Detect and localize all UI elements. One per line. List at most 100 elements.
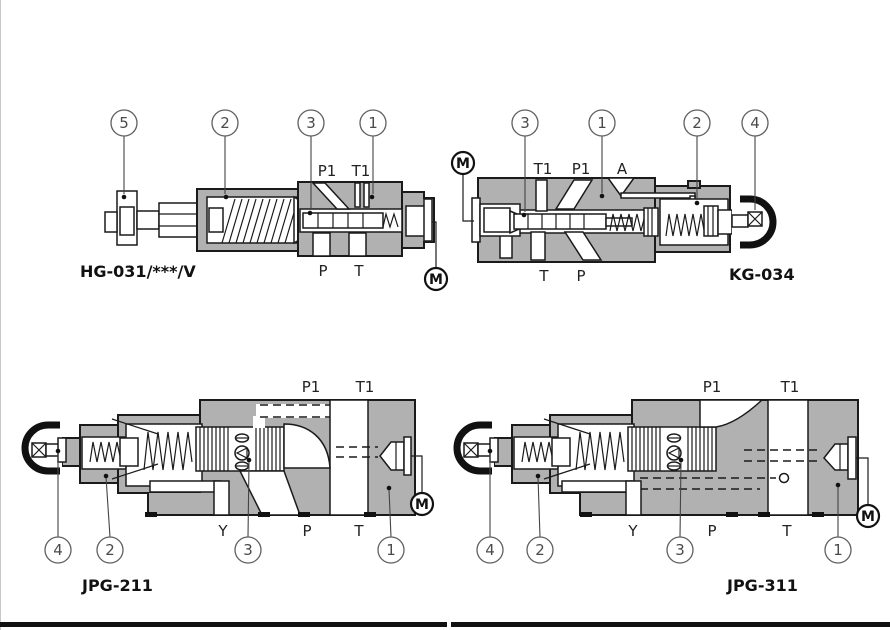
protective-cap bbox=[453, 421, 499, 475]
p-gallery bbox=[283, 423, 331, 469]
model-label: KG-034 bbox=[729, 265, 795, 284]
port-label-p1: P1 bbox=[703, 378, 722, 396]
callout-circle bbox=[476, 536, 504, 564]
y-drain bbox=[561, 480, 633, 493]
callouts: 4 2 3 1 bbox=[44, 448, 405, 564]
port-label-t: T bbox=[353, 522, 364, 540]
spool bbox=[302, 212, 384, 229]
pilot-spring bbox=[521, 441, 553, 463]
port-label-p1: P1 bbox=[302, 378, 321, 396]
bottom-page-rule-right bbox=[451, 622, 890, 627]
plug-socket bbox=[405, 205, 427, 237]
callout-number: 1 bbox=[368, 114, 378, 132]
t1-channel bbox=[354, 182, 361, 208]
callout-number: 1 bbox=[833, 541, 843, 559]
port-label-p: P bbox=[576, 267, 585, 285]
check-valve bbox=[234, 445, 250, 461]
gauge-port: M bbox=[379, 436, 435, 517]
gauge-symbol: M bbox=[861, 509, 875, 525]
callouts: 3 1 2 4 bbox=[511, 109, 769, 218]
callout-number: 4 bbox=[53, 541, 63, 559]
gauge-port: M bbox=[423, 221, 449, 292]
port-label-p: P bbox=[318, 262, 327, 280]
p1-channel bbox=[311, 182, 351, 210]
gauge-symbol-circle bbox=[423, 266, 449, 292]
inner-spring bbox=[609, 213, 645, 232]
piston-rings bbox=[631, 427, 657, 471]
protective-cap bbox=[21, 421, 67, 475]
gauge-symbol: M bbox=[429, 272, 443, 288]
port-label-y: Y bbox=[217, 522, 228, 540]
drain-passage bbox=[620, 192, 696, 199]
model-label: JPG-311 bbox=[726, 576, 798, 595]
port-label-t: T bbox=[781, 522, 792, 540]
port-label-a: A bbox=[617, 160, 628, 178]
hidden-passage bbox=[640, 477, 776, 490]
callout-number: 2 bbox=[535, 541, 545, 559]
t1-channel bbox=[535, 179, 548, 212]
model-label: JPG-211 bbox=[81, 576, 153, 595]
hex-nut bbox=[717, 209, 733, 235]
setting-spring bbox=[665, 213, 705, 237]
a-port-notch bbox=[606, 177, 636, 198]
springs bbox=[521, 431, 625, 471]
callout-number: 1 bbox=[386, 541, 396, 559]
port-label-t: T bbox=[353, 262, 364, 280]
piston-rings bbox=[259, 427, 281, 471]
port-label-p: P bbox=[302, 522, 311, 540]
callout-number: 1 bbox=[597, 114, 607, 132]
valve-hg-031: M 5 2 3 1 P1 T1 P T HG-031/***/V bbox=[80, 109, 449, 292]
t-channel bbox=[767, 399, 809, 516]
valve-jpg-311: M 4 2 3 1 P1 T1 Y P T JPG-311 bbox=[453, 378, 881, 595]
valve-body bbox=[297, 181, 435, 257]
callout-number: 2 bbox=[220, 114, 230, 132]
poppet-guide bbox=[551, 437, 571, 467]
port-label-t1: T1 bbox=[780, 378, 800, 396]
spring-seat bbox=[208, 207, 224, 233]
callout-circle bbox=[110, 109, 138, 137]
main-spring bbox=[575, 431, 625, 471]
valve-kg-034: M 3 1 2 4 T1 P1 A T P KG-034 bbox=[450, 109, 795, 285]
knob-stem bbox=[136, 210, 160, 230]
callout-circle bbox=[96, 536, 124, 564]
check-valve bbox=[666, 445, 682, 461]
model-label: HG-031/***/V bbox=[80, 262, 196, 281]
gauge-symbol: M bbox=[456, 156, 470, 172]
port-label-t1: T1 bbox=[533, 160, 553, 178]
y-drain bbox=[149, 480, 221, 493]
callout-circle bbox=[211, 109, 239, 137]
callout-circle bbox=[234, 536, 262, 564]
gauge-symbol: M bbox=[415, 497, 429, 513]
callout-circle bbox=[824, 536, 852, 564]
adjustment-knob bbox=[104, 190, 198, 246]
piston-rings bbox=[691, 427, 713, 471]
y-channel bbox=[625, 480, 642, 516]
callout-circle bbox=[588, 109, 616, 137]
main-cartridge bbox=[195, 426, 285, 472]
callout-number: 3 bbox=[520, 114, 530, 132]
callout-number: 4 bbox=[485, 541, 495, 559]
callout-circle bbox=[741, 109, 769, 137]
t1-channel bbox=[363, 182, 370, 208]
channels bbox=[145, 399, 378, 517]
callout-number: 2 bbox=[692, 114, 702, 132]
main-spring bbox=[221, 198, 297, 244]
locknut bbox=[158, 202, 198, 238]
springs bbox=[89, 431, 193, 471]
callout-number: 4 bbox=[750, 114, 760, 132]
y-channel bbox=[213, 480, 230, 516]
valve-jpg-211: M 4 2 3 1 P1 T1 Y P T JPG-211 bbox=[21, 378, 435, 595]
p1-channel bbox=[699, 399, 764, 428]
gauge-symbol-circle bbox=[450, 150, 476, 176]
port-label-t1: T1 bbox=[355, 378, 375, 396]
port-label-t1: T1 bbox=[351, 162, 371, 180]
p-channel bbox=[563, 231, 603, 261]
p1-channel bbox=[554, 179, 594, 210]
port-label-y: Y bbox=[627, 522, 638, 540]
callout-circle bbox=[44, 536, 72, 564]
t-channel bbox=[348, 232, 367, 257]
port-label-p1: P1 bbox=[318, 162, 337, 180]
callout-number: 3 bbox=[243, 541, 253, 559]
threaded-adjuster bbox=[703, 205, 719, 237]
